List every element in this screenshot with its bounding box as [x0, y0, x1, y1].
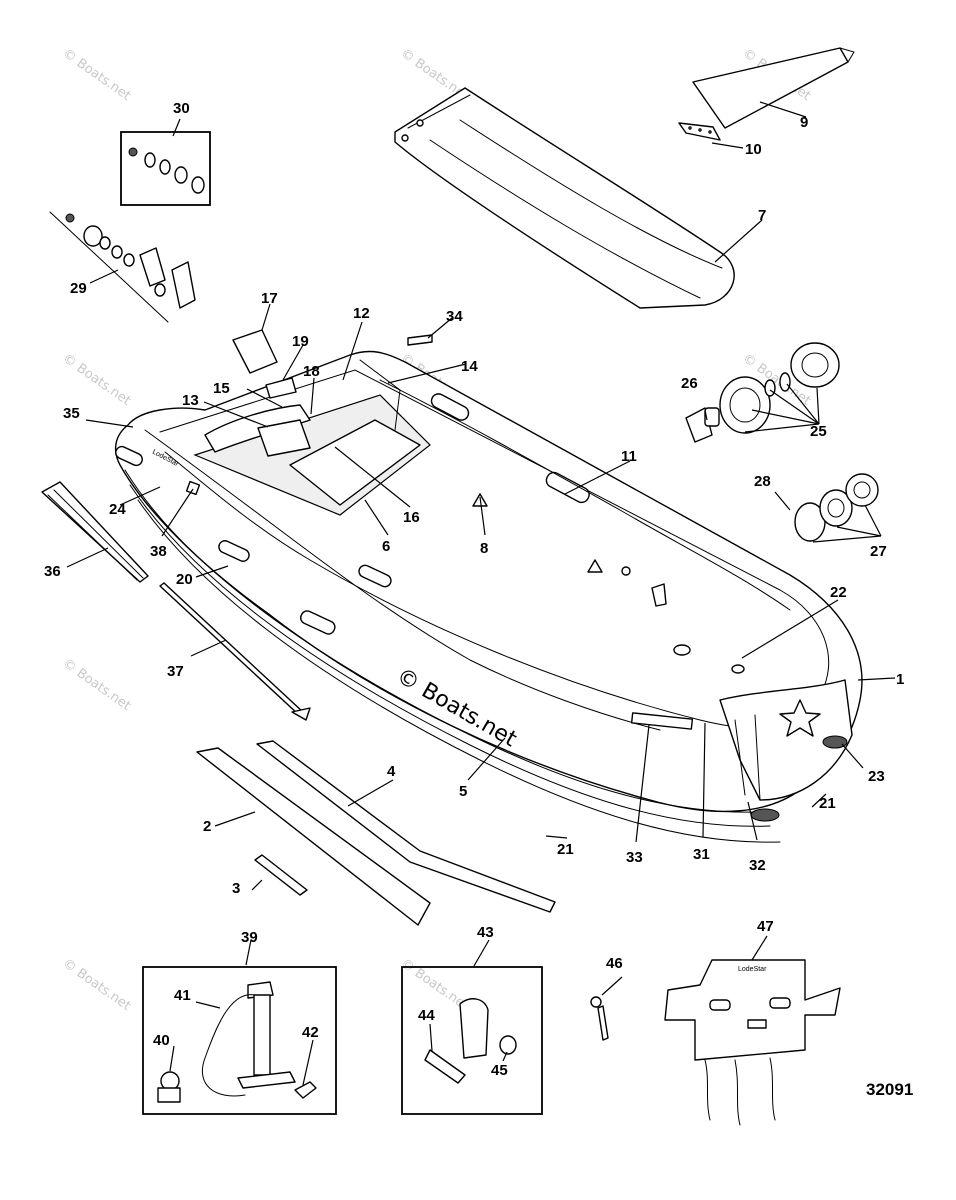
drain-plug-27-28	[794, 473, 879, 542]
oar-paddle	[41, 481, 149, 583]
leader-lines	[66, 101, 896, 1086]
callout-6: 6	[382, 538, 390, 555]
watermark-4: © Boats.net	[60, 351, 134, 409]
callout-3: 3	[232, 880, 240, 897]
callout-32: 32	[749, 857, 766, 874]
patch-brand-text: LodeStar	[738, 966, 767, 973]
figure-number: 32091	[866, 1080, 914, 1099]
callout-11: 11	[621, 448, 637, 465]
callout-20: 20	[176, 571, 193, 588]
callout-23: 23	[868, 768, 885, 785]
callout-15: 15	[213, 380, 230, 397]
callout-4: 4	[387, 763, 396, 780]
callout-18: 18	[303, 363, 320, 380]
callout-41: 41	[174, 987, 191, 1004]
callout-35: 35	[63, 405, 80, 422]
callout-16: 16	[403, 509, 420, 526]
callout-44: 44	[418, 1007, 435, 1024]
callout-40: 40	[153, 1032, 170, 1049]
callout-37: 37	[167, 663, 184, 680]
callout-33: 33	[626, 849, 643, 866]
callout-17: 17	[261, 290, 278, 307]
callout-13: 13	[182, 392, 199, 409]
callout-19: 19	[292, 333, 309, 350]
valve-key	[590, 996, 609, 1041]
callout-2: 2	[203, 818, 211, 835]
rubbing-strip-4	[256, 740, 556, 913]
callout-42: 42	[302, 1024, 319, 1041]
callout-46: 46	[606, 955, 623, 972]
pump-kit-box	[142, 966, 337, 1115]
callout-36: 36	[44, 563, 61, 580]
callout-29: 29	[70, 280, 87, 297]
callout-45: 45	[491, 1062, 508, 1079]
callout-numbers: 1 2 3 4 5 6 7 8 9 10 11 12 13 14 15 16 1…	[44, 100, 904, 1079]
callout-9: 9	[800, 114, 808, 131]
watermark-7: © Boats.net	[60, 656, 134, 714]
callout-24: 24	[109, 501, 126, 518]
seat-strip	[678, 47, 855, 141]
callout-12: 12	[353, 305, 370, 322]
watermark-1: © Boats.net	[60, 46, 134, 104]
callout-5: 5	[459, 783, 467, 800]
repair-kit-box	[401, 966, 543, 1115]
callout-39: 39	[241, 929, 258, 946]
callout-25: 25	[810, 423, 827, 440]
watermark-9: © Boats.net	[60, 956, 134, 1014]
callout-8: 8	[480, 540, 488, 557]
oar-shaft	[159, 582, 311, 721]
valve-kit-29	[49, 211, 196, 323]
callout-28: 28	[754, 473, 771, 490]
callout-47: 47	[757, 918, 774, 935]
kit-box-30	[120, 131, 211, 206]
callout-26: 26	[681, 375, 698, 392]
bracket-3	[254, 854, 308, 896]
small-floor-parts	[185, 329, 433, 496]
callout-43: 43	[477, 924, 494, 941]
callout-21b: 21	[819, 795, 836, 812]
seat-cover: LodeStar	[664, 959, 841, 1126]
callout-10: 10	[745, 141, 762, 158]
callout-31: 31	[693, 846, 710, 863]
floor-board	[394, 87, 735, 309]
callout-21a: 21	[557, 841, 574, 858]
callout-27: 27	[870, 543, 887, 560]
callout-14: 14	[461, 358, 478, 375]
callout-7: 7	[758, 207, 766, 224]
callout-34: 34	[446, 308, 463, 325]
callout-22: 22	[830, 584, 847, 601]
keel-strip-2	[196, 747, 431, 926]
callout-30: 30	[173, 100, 190, 117]
callout-1: 1	[896, 671, 904, 688]
callout-38: 38	[150, 543, 167, 560]
